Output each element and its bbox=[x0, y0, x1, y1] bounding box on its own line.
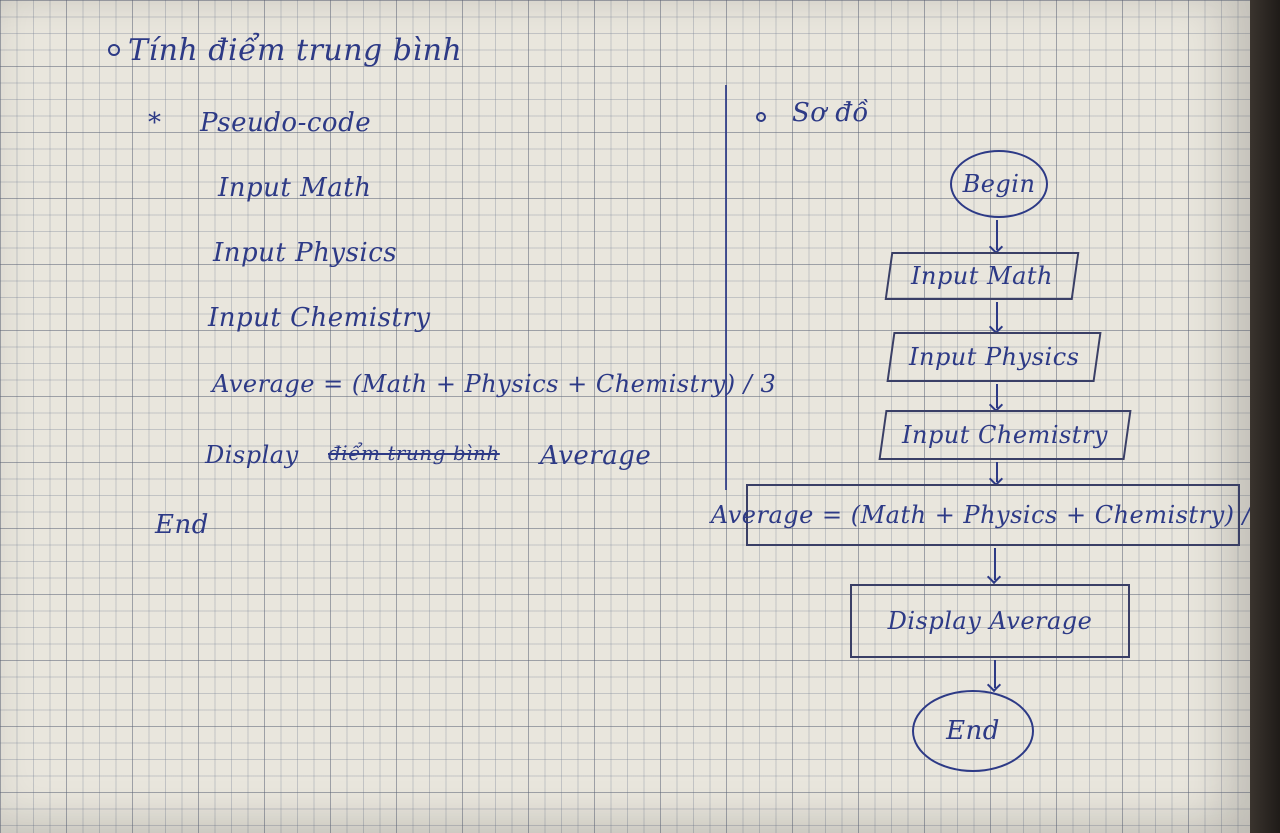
flowchart-input-physics-label: Input Physics bbox=[908, 343, 1080, 371]
flowchart-begin-label: Begin bbox=[962, 170, 1036, 198]
pseudocode-label: Pseudo-code bbox=[200, 108, 372, 138]
flowchart-input-physics: Input Physics bbox=[886, 332, 1102, 382]
arrow-down-icon bbox=[994, 660, 996, 688]
flowchart-average-process: Average = (Math + Physics + Chemistry) /… bbox=[711, 484, 1275, 546]
arrow-down-icon bbox=[996, 302, 998, 330]
arrow-down-icon bbox=[994, 548, 996, 580]
arrow-down-icon bbox=[996, 384, 998, 408]
flowchart-input-chemistry: Input Chemistry bbox=[878, 410, 1132, 460]
flowchart-display-label: Display Average bbox=[887, 607, 1093, 635]
arrow-down-icon bbox=[996, 220, 998, 250]
flowchart-input-math: Input Math bbox=[884, 252, 1080, 300]
pseudocode-line-average: Average = (Math + Physics + Chemistry) /… bbox=[212, 370, 777, 398]
flowchart-end-terminal: End bbox=[912, 690, 1034, 772]
flowchart-input-math-label: Input Math bbox=[910, 262, 1053, 290]
flowchart-display-output: Display Average bbox=[850, 584, 1130, 658]
notebook-page: Tính điểm trung bình * Pseudo-code Input… bbox=[0, 0, 1250, 833]
flowchart-average-label: Average = (Math + Physics + Chemistry) /… bbox=[710, 501, 1276, 529]
pseudocode-display-value: Average bbox=[540, 441, 652, 471]
pseudocode-display-keyword: Display bbox=[205, 441, 299, 469]
flowchart-begin-terminal: Begin bbox=[950, 150, 1048, 218]
pseudocode-line-input-chemistry: Input Chemistry bbox=[208, 303, 431, 333]
page-title: Tính điểm trung bình bbox=[128, 33, 463, 68]
pseudocode-display-struck-text: điểm trung bình bbox=[328, 441, 500, 465]
flowchart-end-label: End bbox=[946, 716, 1000, 746]
pseudocode-end: End bbox=[155, 510, 209, 540]
flowchart-bullet-icon bbox=[756, 112, 766, 122]
desk-background bbox=[1250, 0, 1280, 833]
heading-bullet-icon bbox=[108, 44, 120, 56]
flowchart-label: Sơ đồ bbox=[792, 98, 869, 128]
column-divider bbox=[725, 85, 727, 490]
pseudocode-line-input-physics: Input Physics bbox=[213, 238, 398, 268]
pseudocode-bullet: * bbox=[148, 108, 162, 138]
arrow-down-icon bbox=[996, 462, 998, 482]
flowchart-input-chemistry-label: Input Chemistry bbox=[902, 421, 1108, 449]
pseudocode-line-input-math: Input Math bbox=[218, 173, 372, 203]
